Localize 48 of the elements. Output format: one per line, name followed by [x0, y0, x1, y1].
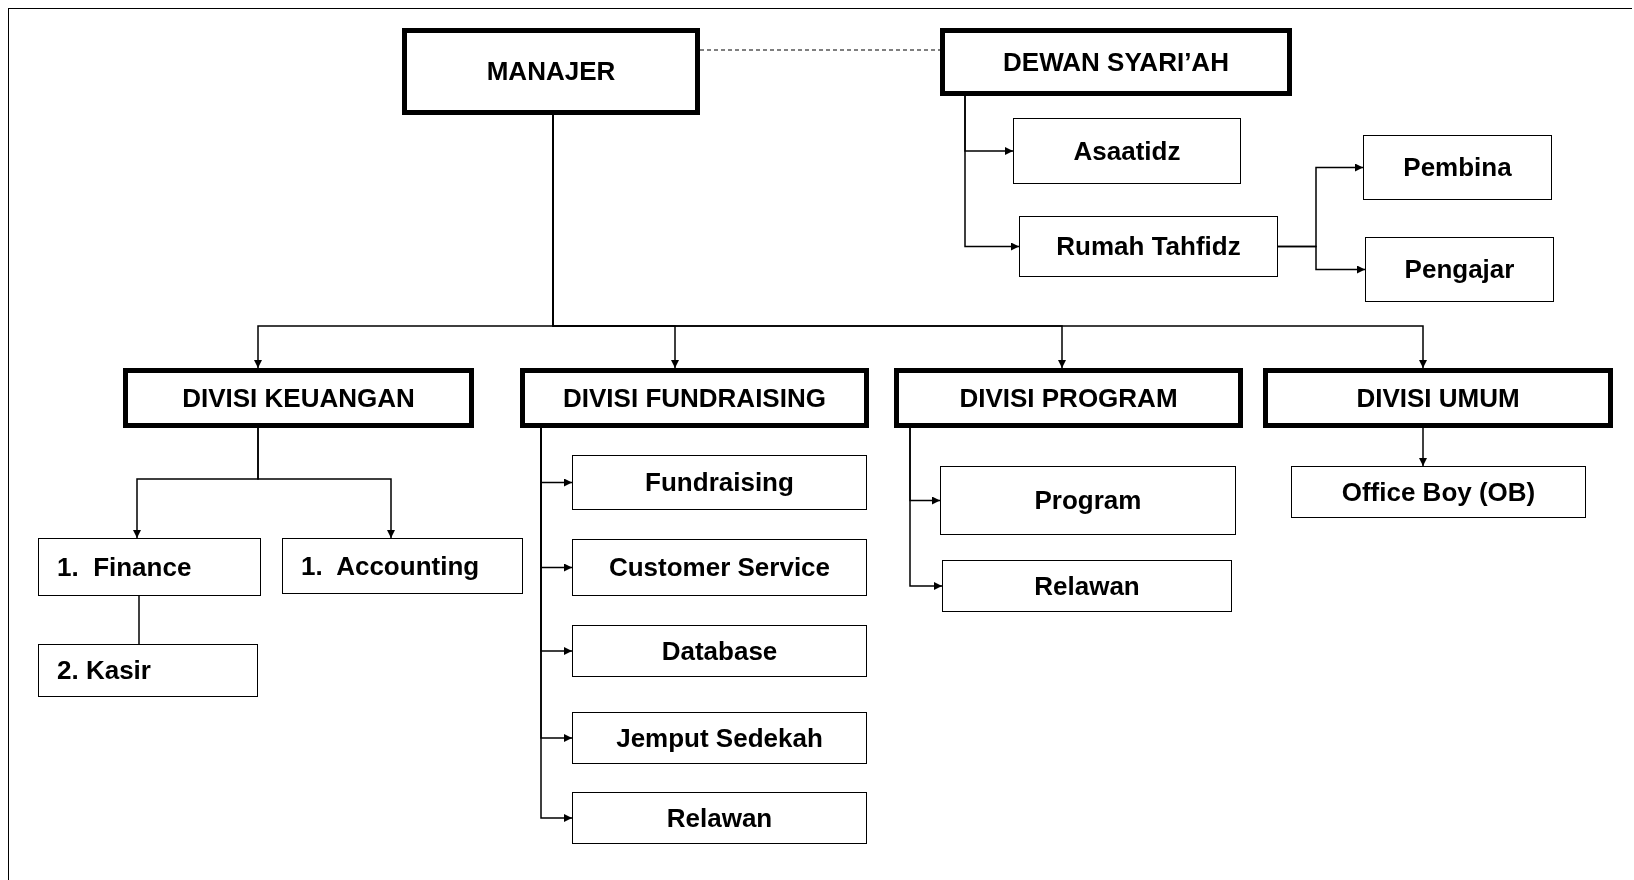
org-box: [572, 455, 867, 510]
box-label: Rumah Tahfidz: [1056, 232, 1241, 261]
heading-box: [1263, 368, 1613, 428]
org-box: [940, 466, 1236, 535]
box-label: Program: [1034, 486, 1142, 515]
heading-box: [894, 368, 1243, 428]
box-label: Database: [661, 636, 778, 666]
connector-arrow: [1277, 245, 1366, 274]
box-label: Fundraising: [645, 468, 794, 497]
org-box: [282, 538, 523, 594]
connector-arrow: [909, 427, 943, 590]
org-box: [38, 538, 261, 596]
box-label: DIVISI FUNDRAISING: [563, 383, 826, 413]
org-box: [1013, 118, 1241, 184]
box-label: Pembina: [1403, 153, 1512, 182]
box-label: 2. Kasir: [57, 656, 151, 685]
org-box: [572, 712, 867, 764]
heading-box: [940, 28, 1292, 96]
org-box: [1019, 216, 1278, 277]
connector-arrow: [257, 427, 395, 539]
box-label: MANAJER: [486, 57, 616, 86]
org-box: [38, 644, 258, 697]
box-label: 1. Accounting: [301, 551, 480, 581]
org-box: [1291, 466, 1586, 518]
connector-arrow: [1419, 427, 1427, 467]
box-label: Customer Service: [608, 553, 831, 582]
heading-box: [123, 368, 474, 428]
box-label: Jemput Sedekah: [616, 723, 823, 753]
heading-box: [402, 28, 700, 115]
heading-box: [520, 368, 869, 428]
connector-arrow: [964, 95, 1020, 251]
dashed-connector: [699, 49, 941, 51]
box-label: 1. Finance: [57, 552, 192, 582]
box-label: Relawan: [666, 803, 773, 833]
org-box: [1363, 135, 1552, 200]
box-label: DEWAN SYARI’AH: [1003, 47, 1229, 77]
org-box: [572, 792, 867, 844]
box-label: DIVISI UMUM: [1356, 383, 1520, 413]
box-label: Office Boy (OB): [1341, 477, 1536, 507]
box-label: Relawan: [1034, 571, 1140, 601]
box-label: DIVISI KEUANGAN: [182, 383, 415, 413]
org-box: [1365, 237, 1554, 302]
box-label: Pengajar: [1404, 255, 1515, 284]
org-box: [572, 539, 867, 596]
box-label: Asaatidz: [1073, 136, 1181, 166]
org-box: [572, 625, 867, 677]
org-box: [942, 560, 1232, 612]
box-label: DIVISI PROGRAM: [959, 383, 1178, 413]
